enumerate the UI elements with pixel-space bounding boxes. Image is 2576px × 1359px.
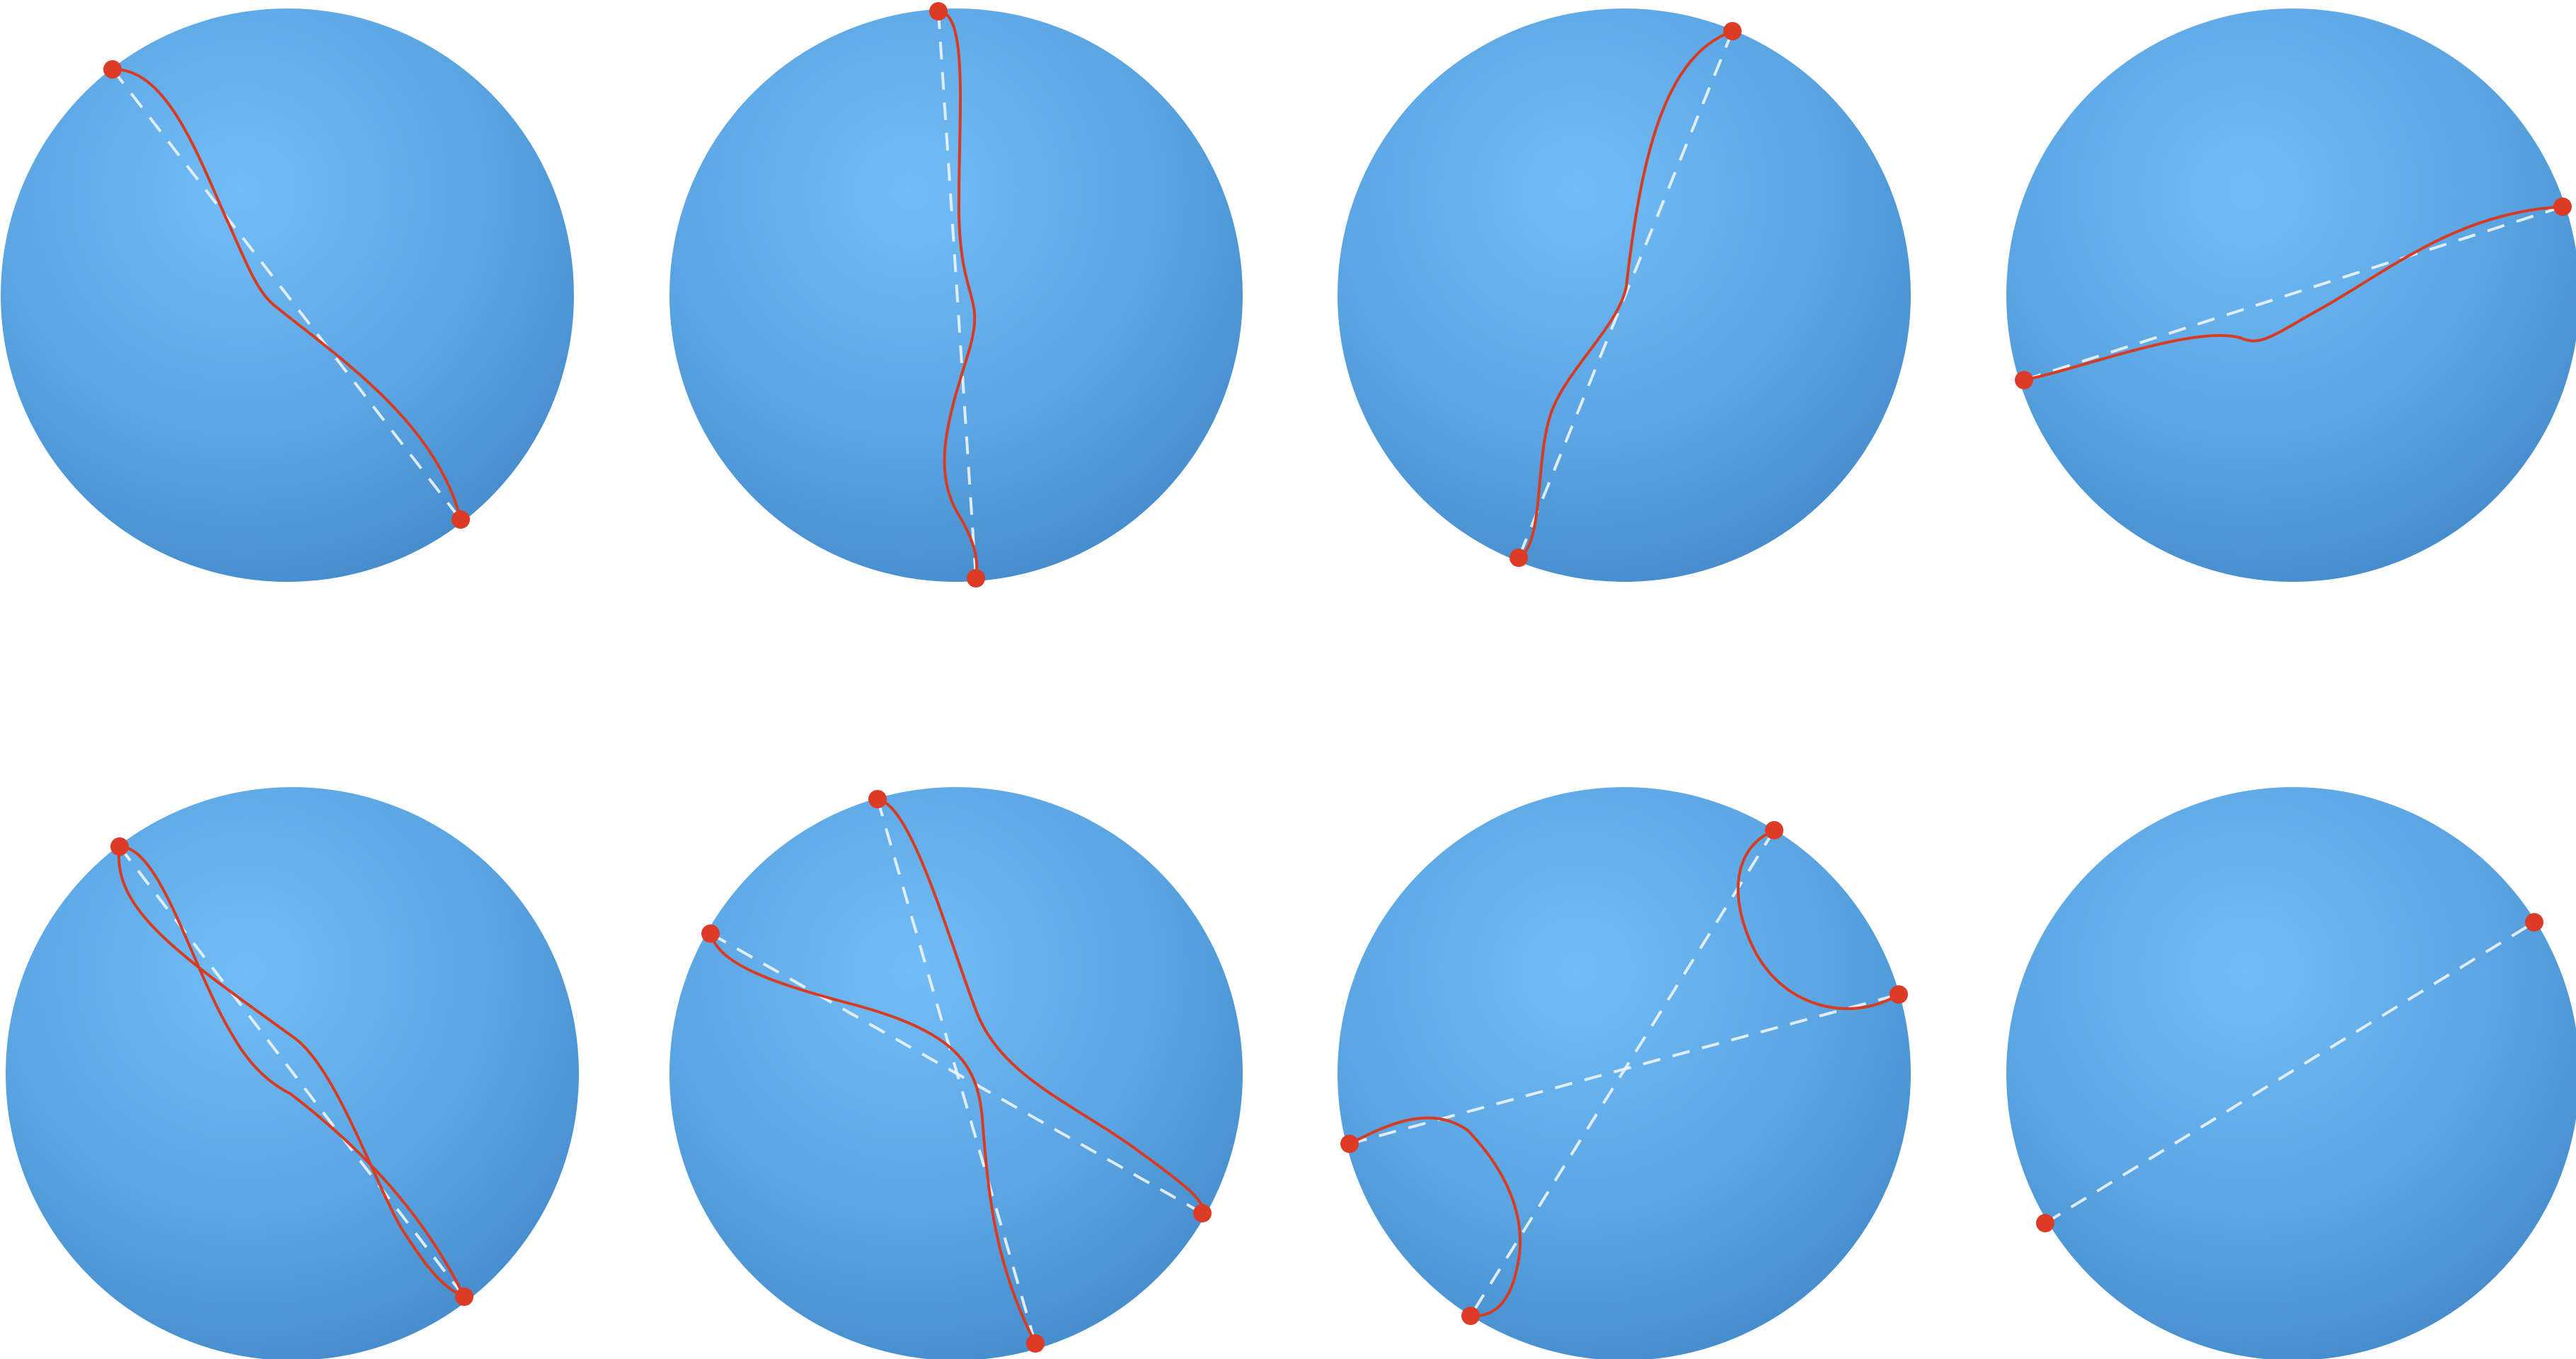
panel-1-red-path	[112, 67, 462, 520]
panel-5-endpoint-end	[455, 1288, 473, 1306]
panel-1-dashed-chord	[111, 68, 462, 521]
panel-8-endpoint-start	[2036, 1214, 2054, 1232]
panel-3-endpoint-end	[1510, 549, 1528, 567]
panel-4-endpoint-start	[2015, 371, 2033, 389]
panel-5-disk-diagram	[6, 787, 579, 1359]
panel-1-disk-diagram	[1, 8, 574, 582]
panel-5-red-path-primary	[119, 845, 466, 1297]
panel-8-disk-diagram	[2006, 787, 2576, 1359]
panel-7-endpoint-b-end	[1461, 1307, 1480, 1325]
panel-5-endpoint-start	[110, 837, 129, 856]
panel-6-disk-diagram	[669, 787, 1243, 1359]
panel-2-red-path	[938, 10, 979, 579]
panel-8-endpoint-end	[2525, 913, 2543, 931]
panel-4-red-path	[2023, 205, 2563, 382]
panel-7-endpoint-b-start	[1340, 1135, 1359, 1153]
panel-2-dashed-chord	[937, 11, 977, 579]
panel-6-endpoint-b-start	[701, 924, 720, 943]
panel-3-disk-diagram	[1338, 8, 1911, 582]
panel-2-endpoint-start	[929, 2, 948, 21]
panel-6-dashed-chord-a	[876, 798, 1037, 1344]
panel-2-disk-diagram	[669, 2, 1243, 587]
panel-6-endpoint-a-start	[868, 790, 887, 808]
panel-3-endpoint-start	[1723, 22, 1742, 40]
panel-1-endpoint-start	[103, 60, 122, 79]
panel-7-dashed-chord-a	[1469, 829, 1776, 1317]
panel-3-red-path	[1517, 30, 1733, 559]
panel-7-red-loop-b	[1349, 1116, 1522, 1318]
panel-1-endpoint-end	[452, 510, 470, 529]
panel-2-endpoint-end	[967, 569, 985, 587]
panel-6-endpoint-b-end	[1193, 1204, 1212, 1222]
panel-7-endpoint-a-end	[1890, 985, 1908, 1004]
panel-7-disk-diagram	[1338, 787, 1911, 1359]
panel-5-red-path-secondary	[117, 846, 465, 1298]
panel-7-red-loop-a	[1737, 829, 1900, 1010]
panel-7-disk	[1338, 787, 1911, 1359]
panel-5-dashed-chord	[118, 845, 466, 1298]
panel-4-disk-diagram	[2006, 8, 2576, 582]
panel-6-endpoint-a-end	[1026, 1334, 1045, 1353]
panel-6-red-path-a	[877, 798, 1204, 1214]
panel-7-endpoint-a-start	[1765, 821, 1783, 839]
panel-6-red-path-b	[709, 933, 1037, 1344]
panel-4-dashed-chord	[2023, 205, 2563, 382]
panel-6-dashed-chord-b	[710, 932, 1203, 1215]
panel-4-endpoint-end	[2553, 197, 2572, 216]
panel-8-dashed-chord	[2044, 921, 2536, 1225]
